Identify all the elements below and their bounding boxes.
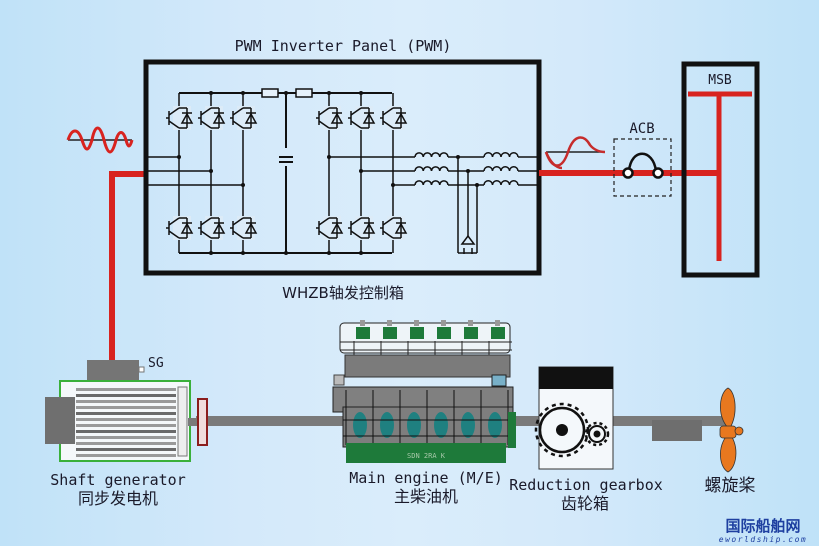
msb-label: MSB: [708, 73, 732, 88]
cylinder-port-icon: [434, 412, 448, 438]
acb-dashed-box: [613, 138, 672, 197]
generator-feed-line: [109, 171, 148, 362]
cylinder-port-icon: [461, 412, 475, 438]
cylinder-port-icon: [353, 412, 367, 438]
igbt-icon: [348, 216, 376, 240]
watermark-url: eworldship.com: [719, 535, 807, 544]
cylinder-port-icon: [488, 412, 502, 438]
acb-label: ACB: [629, 121, 654, 137]
watermark-logo: 国际船舶网: [725, 517, 800, 535]
sg-label: SG: [148, 356, 164, 371]
inverter-panel-frame: [143, 59, 542, 276]
igbt-icon: [166, 106, 194, 130]
propeller-label-zh: 螺旋桨: [705, 476, 756, 496]
igbt-icon: [166, 216, 194, 240]
distorted-waveform-icon: [66, 126, 134, 154]
reduction-gearbox: [534, 366, 614, 470]
cylinder-port-icon: [380, 412, 394, 438]
main-engine-label-zh: 主柴油机: [394, 487, 458, 506]
dc-fuse-2: [295, 88, 313, 98]
shaft-generator-label-zh: 同步发电机: [78, 489, 158, 508]
acb-breaker-icon: [622, 152, 664, 179]
inductor-icon: [483, 152, 519, 158]
igbt-icon: [230, 106, 258, 130]
input-phase-lines: [148, 156, 243, 186]
inductor-icon: [414, 180, 449, 186]
msb-busbar: [688, 91, 752, 261]
shaft-generator: [45, 360, 208, 462]
cylinder-port-icon: [407, 412, 421, 438]
engine-plate: SDN 2RA K: [407, 452, 446, 460]
igbt-icon: [198, 216, 226, 240]
inductor-icon: [483, 166, 519, 172]
filter-inductors: [414, 152, 519, 186]
igbt-icon: [316, 106, 344, 130]
igbt-icon: [348, 106, 376, 130]
igbt-icon: [380, 106, 408, 130]
gearbox-label-zh: 齿轮箱: [561, 494, 609, 513]
inductor-icon: [414, 152, 449, 158]
sine-waveform-icon: [544, 136, 606, 170]
inductor-icon: [414, 166, 449, 172]
shaft-coupling: [652, 420, 702, 441]
propeller-icon: [719, 387, 744, 473]
dc-fuse-1: [261, 88, 279, 98]
main-engine: SDN 2RA K: [332, 320, 516, 463]
main-engine-label: Main engine (M/E): [349, 469, 503, 487]
panel-title: PWM Inverter Panel (PWM): [235, 37, 452, 55]
igbt-icon: [316, 216, 344, 240]
igbt-switches: [166, 106, 408, 240]
inductor-icon: [483, 180, 519, 186]
igbt-icon: [198, 106, 226, 130]
output-filter: [329, 156, 539, 254]
igbt-icon: [230, 216, 258, 240]
igbt-icon: [380, 216, 408, 240]
panel-caption: WHZB轴发控制箱: [282, 284, 404, 302]
msb-frame: [681, 61, 760, 278]
shaft-generator-label: Shaft generator: [50, 471, 185, 489]
gearbox-label: Reduction gearbox: [509, 476, 663, 494]
